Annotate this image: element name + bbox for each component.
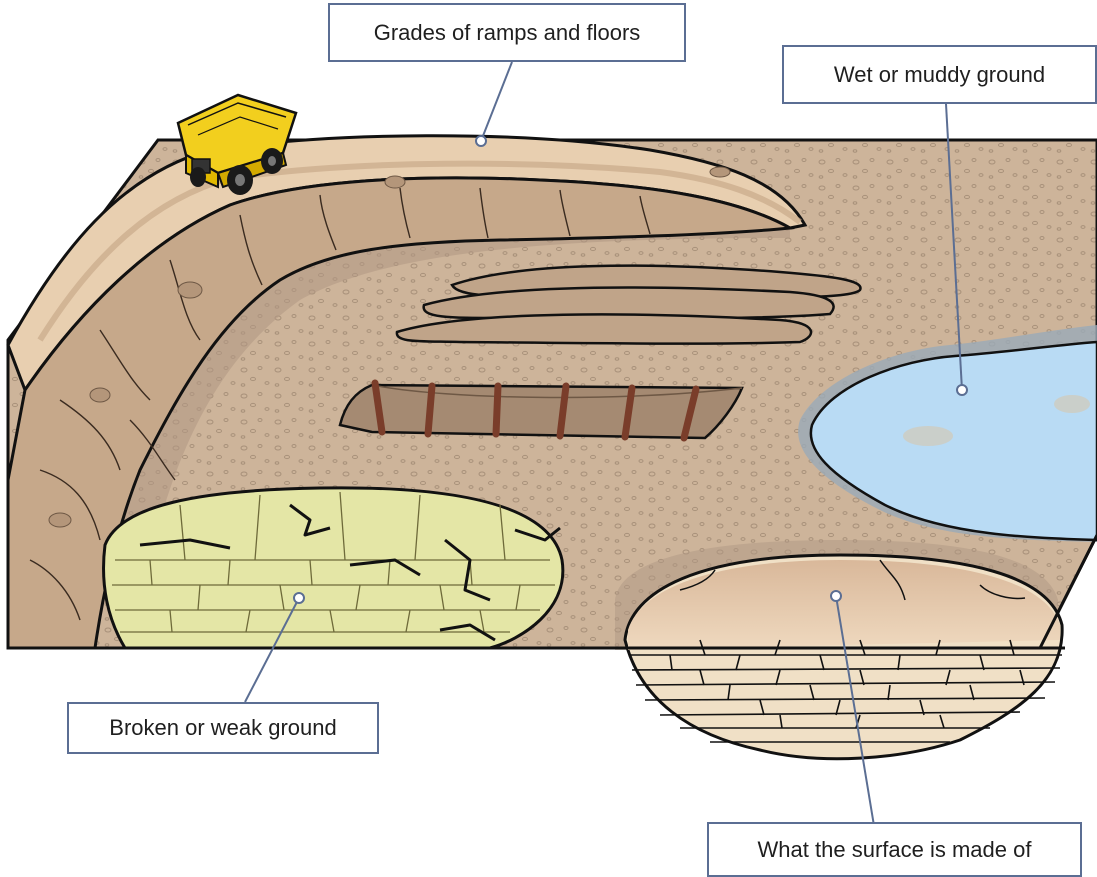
label-broken-weak-ground: Broken or weak ground [67, 702, 379, 754]
label-surface-material: What the surface is made of [707, 822, 1082, 877]
label-wet-muddy-ground: Wet or muddy ground [782, 45, 1097, 104]
label-ramps-and-floors: Grades of ramps and floors [328, 3, 686, 62]
trench [340, 383, 742, 438]
broken-ground [104, 488, 563, 648]
